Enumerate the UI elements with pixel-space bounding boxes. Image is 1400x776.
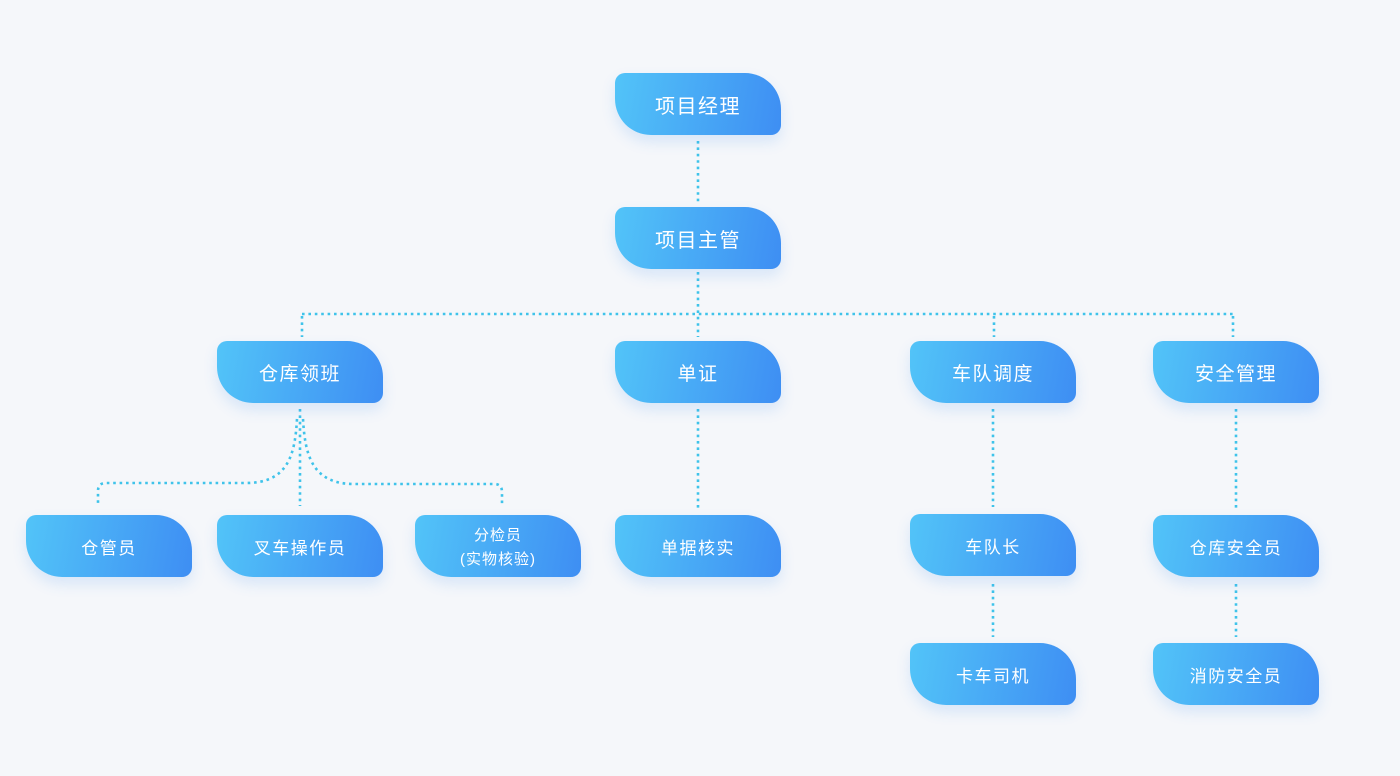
node-label: 仓库领班 <box>258 363 341 385</box>
node-sublabel: (实物核验) <box>460 550 536 568</box>
node-warehouse-keeper: 仓管员 <box>26 515 192 577</box>
edge-foreman-sorter <box>301 418 504 506</box>
node-label: 仓库安全员 <box>1189 538 1283 558</box>
node-project-manager: 项目经理 <box>615 73 781 135</box>
node-fleet-dispatch: 车队调度 <box>910 341 1076 403</box>
node-fire-safety-officer: 消防安全员 <box>1153 643 1319 705</box>
node-project-supervisor: 项目主管 <box>615 207 781 269</box>
node-label: 项目主管 <box>655 229 741 252</box>
node-truck-driver: 卡车司机 <box>910 643 1076 705</box>
node-label: 仓管员 <box>81 538 137 558</box>
node-label: 消防安全员 <box>1189 666 1283 686</box>
edge-foreman-keeper <box>96 418 299 506</box>
node-forklift-operator: 叉车操作员 <box>217 515 383 577</box>
node-label: 车队长 <box>965 537 1021 557</box>
node-document-verification: 单据核实 <box>615 515 781 577</box>
node-label: 分检员 <box>473 526 522 544</box>
node-label: 安全管理 <box>1194 363 1277 385</box>
node-label: 车队调度 <box>951 363 1034 385</box>
node-warehouse-foreman: 仓库领班 <box>217 341 383 403</box>
node-warehouse-safety-officer: 仓库安全员 <box>1153 515 1319 577</box>
node-safety-management: 安全管理 <box>1153 341 1319 403</box>
node-label: 单证 <box>677 363 719 385</box>
node-fleet-captain: 车队长 <box>910 514 1076 576</box>
node-sorter: 分检员 (实物核验) <box>415 515 581 577</box>
node-label: 叉车操作员 <box>253 538 347 558</box>
node-label: 单据核实 <box>661 538 735 558</box>
node-label: 卡车司机 <box>956 666 1030 686</box>
node-label: 项目经理 <box>655 95 741 118</box>
node-documentation: 单证 <box>615 341 781 403</box>
